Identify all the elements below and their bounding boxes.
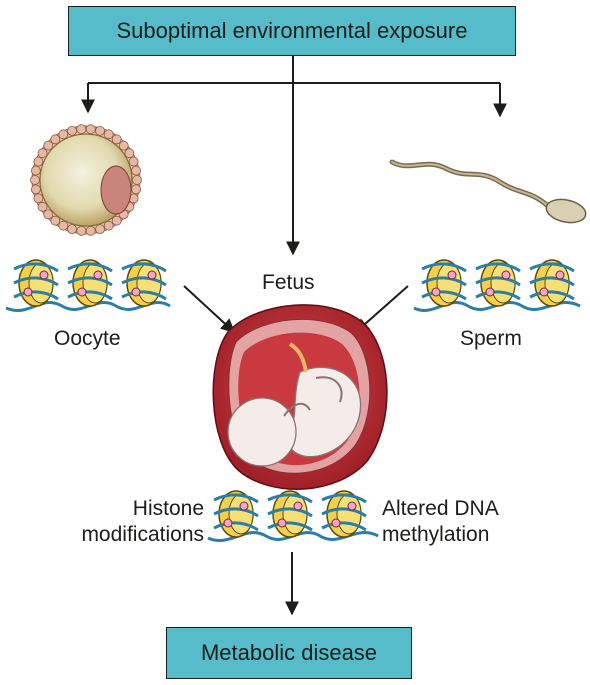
- nucleosome: [420, 258, 468, 308]
- nucleosome: [120, 258, 168, 308]
- nucleosome: [320, 489, 368, 539]
- sperm-chromatin: [413, 258, 581, 312]
- corona-cell: [37, 148, 48, 159]
- histone-label-line2: modifications: [81, 523, 204, 546]
- corona-cell: [103, 220, 114, 231]
- corona-cell: [132, 175, 142, 185]
- dna-label-line2: methylation: [382, 523, 490, 546]
- corona-cell: [43, 209, 54, 220]
- corona-cell: [95, 125, 105, 136]
- sperm-label: Sperm: [460, 327, 522, 350]
- corona-cell: [85, 124, 96, 135]
- nucleosome: [266, 489, 314, 539]
- oocyte-corona: [30, 124, 142, 236]
- corona-cell: [128, 156, 139, 167]
- oocyte-label: Oocyte: [54, 327, 121, 350]
- dna-label-line1: Altered DNA: [382, 497, 499, 520]
- fetus-label: Fetus: [262, 271, 315, 294]
- corona-cell: [118, 140, 129, 151]
- corona-cell: [43, 140, 54, 151]
- nucleosome: [474, 258, 522, 308]
- corona-cell: [50, 215, 61, 226]
- oocyte-icon: [30, 124, 142, 236]
- nucleosome: [212, 489, 260, 539]
- corona-cell: [33, 193, 44, 204]
- dna-methylation-label: Altered DNA methylation: [382, 496, 499, 548]
- corona-cell: [76, 225, 87, 236]
- corona-cell: [103, 129, 114, 140]
- top-connectors: [81, 56, 507, 256]
- fetus-icon: [212, 304, 388, 490]
- nucleosome: [12, 258, 60, 308]
- histone-label-line1: Histone: [132, 497, 204, 520]
- corona-cell: [50, 134, 61, 145]
- suboptimal-exposure-box: Suboptimal environmental exposure: [68, 6, 516, 56]
- corona-cell: [131, 184, 142, 195]
- metabolic-disease-box: Metabolic disease: [166, 627, 412, 679]
- corona-cell: [37, 201, 48, 212]
- corona-cell: [31, 184, 41, 195]
- corona-cell: [85, 225, 96, 236]
- corona-cell: [58, 220, 69, 231]
- nucleosome: [528, 258, 576, 308]
- corona-cell: [67, 224, 77, 235]
- arrow-oocyte-to-fetus: [183, 285, 236, 333]
- nucleosome: [66, 258, 114, 308]
- corona-cell: [31, 165, 41, 176]
- corona-cell: [131, 165, 142, 176]
- corona-cell: [111, 215, 122, 226]
- corona-cell: [111, 134, 122, 145]
- corona-cell: [76, 124, 87, 135]
- corona-cell: [33, 156, 44, 167]
- corona-cell: [67, 125, 77, 136]
- corona-cell: [58, 129, 69, 140]
- corona-cell: [124, 148, 135, 159]
- sperm-icon: [389, 159, 587, 224]
- oocyte-chromatin: [5, 258, 171, 312]
- histone-modifications-label: Histone modifications: [81, 496, 204, 548]
- fetus-chromatin: [207, 489, 379, 542]
- corona-cell: [30, 175, 40, 185]
- corona-cell: [95, 224, 105, 235]
